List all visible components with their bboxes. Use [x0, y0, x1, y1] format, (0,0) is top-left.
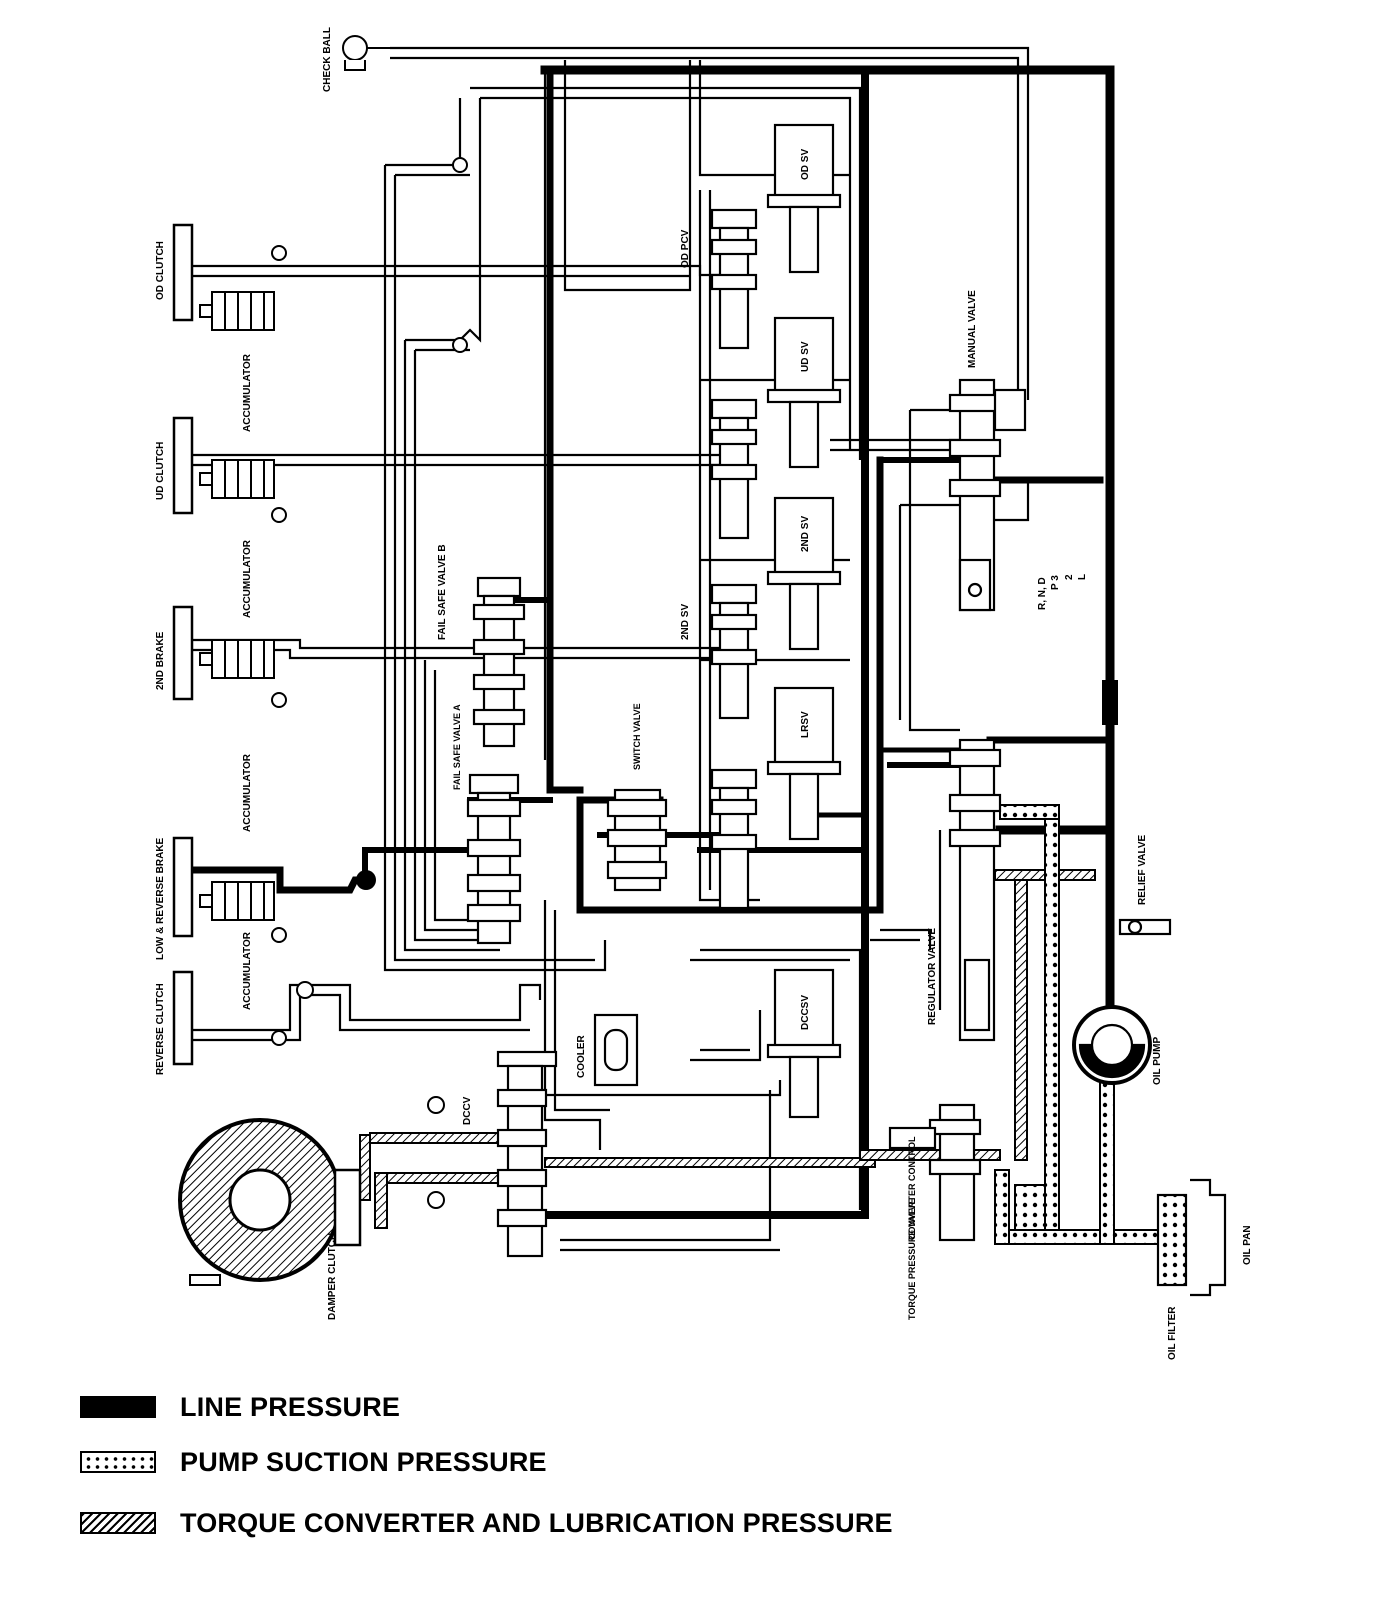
legend-label: LINE PRESSURE [180, 1391, 401, 1422]
ud-clutch-label: UD CLUTCH [155, 442, 166, 500]
second-sv-box [766, 496, 842, 651]
switch-valve [606, 788, 668, 892]
legend-item-torque-converter: TORQUE CONVERTER AND LUBRICATION PRESSUR… [80, 1508, 893, 1538]
torque-pressure-valve-label: TORQUE PRESSURE VALVE [907, 1198, 917, 1320]
reverse-clutch-label: REVERSE CLUTCH [155, 983, 166, 1075]
reverse-clutch-plate [172, 970, 194, 1066]
low-reverse-check-ball [356, 870, 376, 890]
check-ball [342, 35, 390, 71]
od-clutch-plate [172, 223, 194, 322]
second-brake-accumulator [199, 639, 275, 679]
legend-label: PUMP SUCTION PRESSURE [180, 1446, 547, 1477]
second-brake-label: 2ND BRAKE [155, 631, 166, 690]
second-sv-line-label: 2ND SV [680, 604, 691, 640]
dccv-valve [496, 1050, 558, 1258]
line-pressure-marker [1102, 680, 1118, 725]
oil-pan-label: OIL PAN [1242, 1225, 1253, 1265]
lr-accumulator-label: ACCUMULATOR [242, 931, 253, 1010]
legend-item-line-pressure: LINE PRESSURE [80, 1392, 400, 1422]
second-accumulator-label: ACCUMULATOR [242, 753, 253, 832]
low-reverse-brake-label: LOW & REVERSE BRAKE [155, 837, 166, 960]
fail-safe-valve-b-label: FAIL SAFE VALVE B [437, 544, 448, 640]
ud-clutch-plate [172, 416, 194, 515]
cooler-unit [593, 1013, 639, 1087]
accumulators [199, 291, 275, 921]
low-reverse-accumulator [199, 881, 275, 921]
switch-valve-label: SWITCH VALVE [632, 703, 642, 770]
relief-valve-label: RELIEF VALVE [1137, 834, 1148, 905]
cooler-label: COOLER [576, 1034, 587, 1078]
second-pcv-valve [710, 583, 758, 720]
regulator-valve-body [948, 738, 1002, 1042]
orifice-check-circles [271, 157, 468, 1209]
second-sv-box-label: 2ND SV [800, 516, 811, 552]
pump-suction-passages [994, 804, 1166, 1245]
legend-item-pump-suction: PUMP SUCTION PRESSURE [80, 1447, 547, 1477]
ud-sv [766, 316, 842, 469]
lr-pcv-valve [710, 768, 758, 910]
fail-safe-valve-a-label: FAIL SAFE VALVE A [452, 704, 462, 790]
ud-pcv-valve [710, 398, 758, 540]
line-pressure-swatch [80, 1396, 156, 1418]
oil-filter-body [1156, 1193, 1188, 1287]
od-accumulator-label: ACCUMULATOR [242, 353, 253, 432]
converter-control-label: CONVERTER CONTROL [907, 1136, 917, 1240]
od-accumulator [199, 291, 275, 331]
regulator-valve-label: REGULATOR VALVE [927, 928, 938, 1025]
od-pcv-label: OD PCV [680, 229, 691, 268]
torque-converter [178, 1118, 362, 1286]
oil-filter-label: OIL FILTER [1167, 1306, 1178, 1360]
lr-sv-label: LRSV [800, 711, 811, 738]
relief-valve-body [1118, 918, 1172, 936]
pump-suction-swatch [80, 1451, 156, 1473]
range-r-n-d-label: R, N, D [1037, 577, 1048, 610]
od-sv-label: OD SV [800, 149, 811, 180]
fail-safe-valve-a [466, 773, 522, 945]
damper-clutch-label: DAMPER CLUTCH [327, 1233, 338, 1320]
line-pressure-passages [191, 65, 1115, 1219]
oil-pump-label: OIL PUMP [1152, 1037, 1163, 1085]
oil-pump-body [1072, 1005, 1152, 1085]
range-p3-label: P 3 [1050, 575, 1061, 590]
ud-sv-label: UD SV [800, 341, 811, 372]
manual-valve-label: MANUAL VALVE [967, 290, 978, 368]
od-sv [766, 123, 842, 274]
ud-accumulator [199, 459, 275, 499]
oil-pan-body [1190, 1178, 1227, 1297]
legend-label: TORQUE CONVERTER AND LUBRICATION PRESSUR… [180, 1507, 893, 1538]
check-ball-label: CHECK BALL [322, 27, 333, 92]
low-reverse-brake-plate [172, 836, 194, 938]
torque-converter-swatch [80, 1512, 156, 1534]
od-clutch-label: OD CLUTCH [155, 241, 166, 300]
component-labels: CHECK BALL OD CLUTCH UD CLUTCH 2ND BRAKE… [155, 27, 1253, 1360]
range-2-label: 2 [1064, 574, 1075, 580]
dcc-sv [766, 968, 842, 1119]
ud-accumulator-label: ACCUMULATOR [242, 539, 253, 618]
manual-valve-body [948, 378, 1027, 612]
thin-passages [192, 46, 1030, 1252]
range-l-label: L [1077, 574, 1088, 580]
second-brake-plate [172, 605, 194, 701]
dccv-label: DCCV [462, 1096, 473, 1125]
dcc-sv-label: DCCSV [800, 995, 811, 1030]
lr-sv [766, 686, 842, 841]
od-pcv-valve [710, 208, 758, 350]
clutch-brake-plates [172, 223, 194, 1066]
valves [466, 123, 1227, 1297]
torque-pressure-valve-body [888, 1103, 982, 1242]
fail-safe-valve-b [472, 576, 526, 748]
